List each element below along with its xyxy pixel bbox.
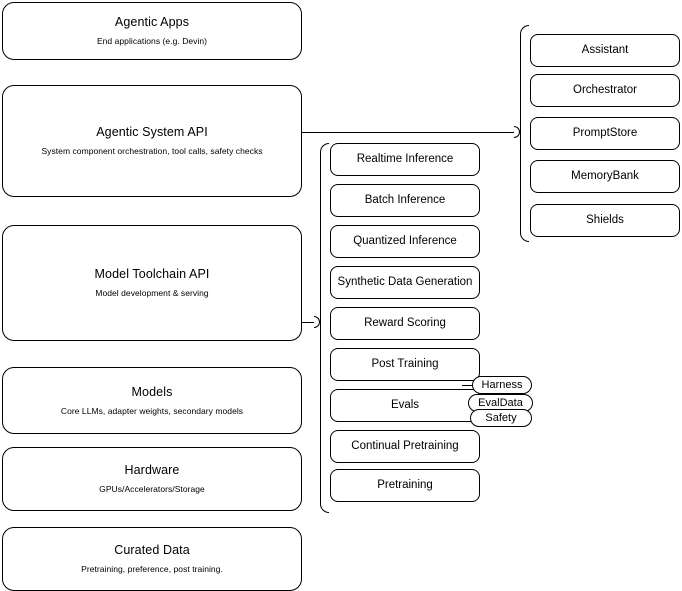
item-label: Batch Inference <box>364 194 446 207</box>
toolchain-item-reward-scoring[interactable]: Reward Scoring <box>330 307 480 340</box>
pill-label: EvalData <box>478 397 523 409</box>
layer-subtitle: End applications (e.g. Devin) <box>96 36 208 46</box>
evals-pill-safety[interactable]: Safety <box>470 409 532 427</box>
layer-subtitle: System component orchestration, tool cal… <box>41 146 263 156</box>
item-label: Quantized Inference <box>353 235 457 248</box>
item-label: Orchestrator <box>573 84 637 97</box>
toolchain-item-batch-inference[interactable]: Batch Inference <box>330 184 480 217</box>
agentic-item-promptstore[interactable]: PromptStore <box>530 117 680 150</box>
layer-title: Model Toolchain API <box>94 267 210 282</box>
layer-title: Models <box>131 384 173 399</box>
toolchain-item-quantized-inference[interactable]: Quantized Inference <box>330 225 480 258</box>
agentic-item-memorybank[interactable]: MemoryBank <box>530 160 680 193</box>
connector-toolchain-to-components <box>302 322 314 323</box>
pill-label: Safety <box>485 412 517 424</box>
connector-evals-harness <box>462 385 480 386</box>
layer-subtitle: Core LLMs, adapter weights, secondary mo… <box>60 405 244 416</box>
agentic-item-assistant[interactable]: Assistant <box>530 34 680 67</box>
toolchain-item-pretraining[interactable]: Pretraining <box>330 469 480 502</box>
layer-subtitle: Model development & serving <box>95 288 209 298</box>
layer-hardware[interactable]: Hardware GPUs/Accelerators/Storage <box>2 447 302 511</box>
connector-agentic-system-to-components <box>302 132 514 133</box>
item-label: Assistant <box>581 44 629 57</box>
item-label: Reward Scoring <box>364 317 446 330</box>
layer-subtitle: GPUs/Accelerators/Storage <box>99 484 205 494</box>
toolchain-item-post-training[interactable]: Post Training <box>330 348 480 381</box>
bracket-toolchain-components <box>320 143 329 513</box>
item-label: Shields <box>586 214 624 227</box>
item-label: Synthetic Data Generation <box>337 276 473 289</box>
item-label: Post Training <box>371 358 439 371</box>
item-label: PromptStore <box>572 127 638 140</box>
bracket-agentic-components <box>520 25 529 242</box>
layer-model-toolchain-api[interactable]: Model Toolchain API Model development & … <box>2 225 302 341</box>
agentic-item-orchestrator[interactable]: Orchestrator <box>530 74 680 107</box>
item-label: Continual Pretraining <box>351 440 459 453</box>
layer-title: Curated Data <box>114 543 190 558</box>
toolchain-item-evals[interactable]: Evals <box>330 389 480 422</box>
item-label: Pretraining <box>377 479 433 492</box>
toolchain-item-realtime-inference[interactable]: Realtime Inference <box>330 143 480 176</box>
item-label: Evals <box>390 399 420 412</box>
item-label: Realtime Inference <box>356 153 454 166</box>
layer-title: Agentic Apps <box>114 15 190 30</box>
layer-subtitle: Pretraining, preference, post training. <box>81 564 223 574</box>
pill-label: Harness <box>481 379 523 391</box>
toolchain-item-continual-pretraining[interactable]: Continual Pretraining <box>330 430 480 463</box>
layer-title: Hardware <box>124 463 180 478</box>
layer-curated-data[interactable]: Curated Data Pretraining, preference, po… <box>2 527 302 591</box>
agentic-item-shields[interactable]: Shields <box>530 204 680 237</box>
toolchain-item-synthetic-data-generation[interactable]: Synthetic Data Generation <box>330 266 480 299</box>
layer-agentic-apps[interactable]: Agentic Apps End applications (e.g. Devi… <box>2 2 302 60</box>
evals-pill-harness[interactable]: Harness <box>472 376 532 394</box>
layer-agentic-system-api[interactable]: Agentic System API System component orch… <box>2 85 302 197</box>
layer-models[interactable]: Models Core LLMs, adapter weights, secon… <box>2 367 302 434</box>
item-label: MemoryBank <box>571 170 639 183</box>
layer-title: Agentic System API <box>96 125 208 140</box>
